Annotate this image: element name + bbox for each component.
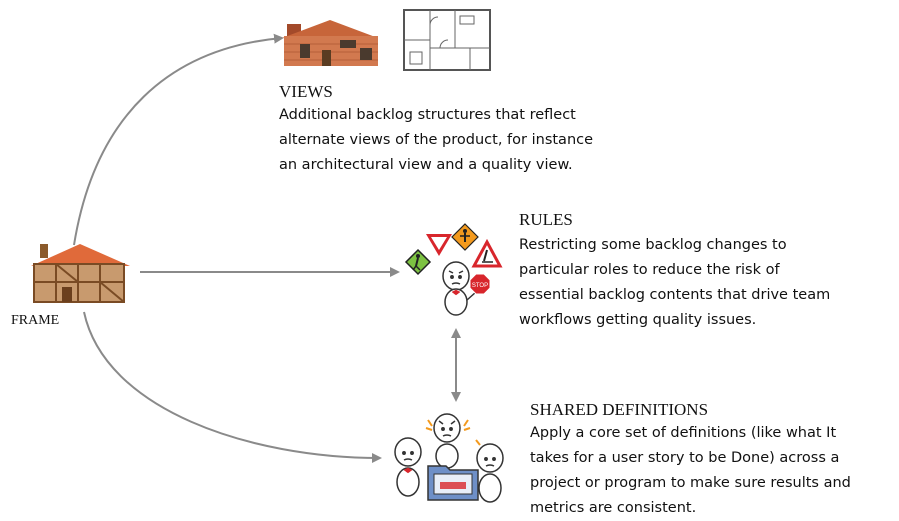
arrow-frame-to-shared xyxy=(83,311,382,463)
rules-line-1: Restricting some backlog changes to xyxy=(519,237,787,253)
views-line-3: an architectural view and a quality view… xyxy=(279,157,573,173)
figure-right xyxy=(476,443,504,503)
shared-line-3: project or program to make sure results … xyxy=(530,475,851,491)
floor-plan-icon xyxy=(403,9,491,71)
views-title: VIEWS xyxy=(279,82,333,101)
yield-sign xyxy=(426,234,452,256)
figure-left xyxy=(394,437,422,497)
rules-line-3: essential backlog contents that drive te… xyxy=(519,287,831,303)
shared-description: Apply a core set of definitions (like wh… xyxy=(530,421,851,521)
stop-sign-icon: STOP xyxy=(469,273,491,295)
arrow-frame-to-views xyxy=(73,33,284,246)
house-icon xyxy=(282,20,378,66)
shared-title: SHARED DEFINITIONS xyxy=(530,400,709,419)
frame-house-icon xyxy=(31,244,130,303)
exclaim-marks xyxy=(425,419,481,446)
stop-sign-text: STOP xyxy=(472,283,488,289)
shared-line-4: metrics are consistent. xyxy=(530,500,697,516)
worker-sign xyxy=(451,223,479,251)
rules-description: Restricting some backlog changes to part… xyxy=(519,233,830,333)
figure-center xyxy=(433,413,461,469)
shared-line-1: Apply a core set of definitions (like wh… xyxy=(530,425,837,441)
warning-sign xyxy=(471,238,503,268)
stick-figure-icon xyxy=(442,261,477,316)
pedestrian-sign xyxy=(404,248,432,276)
traffic-signs-icon xyxy=(404,223,503,276)
views-line-1: Additional backlog structures that refle… xyxy=(279,107,576,123)
frame-label: FRAME xyxy=(11,313,60,328)
views-line-2: alternate views of the product, for inst… xyxy=(279,132,594,148)
rules-line-4: workflows getting quality issues. xyxy=(519,312,757,328)
shared-group-icon xyxy=(394,413,504,503)
views-description: Additional backlog structures that refle… xyxy=(279,103,593,178)
rules-line-2: particular roles to reduce the risk of xyxy=(519,262,780,278)
rules-title: RULES xyxy=(519,210,573,229)
shared-line-2: takes for a user story to be Done) acros… xyxy=(530,450,840,466)
connectors xyxy=(73,33,461,463)
folder-icon xyxy=(427,465,479,501)
